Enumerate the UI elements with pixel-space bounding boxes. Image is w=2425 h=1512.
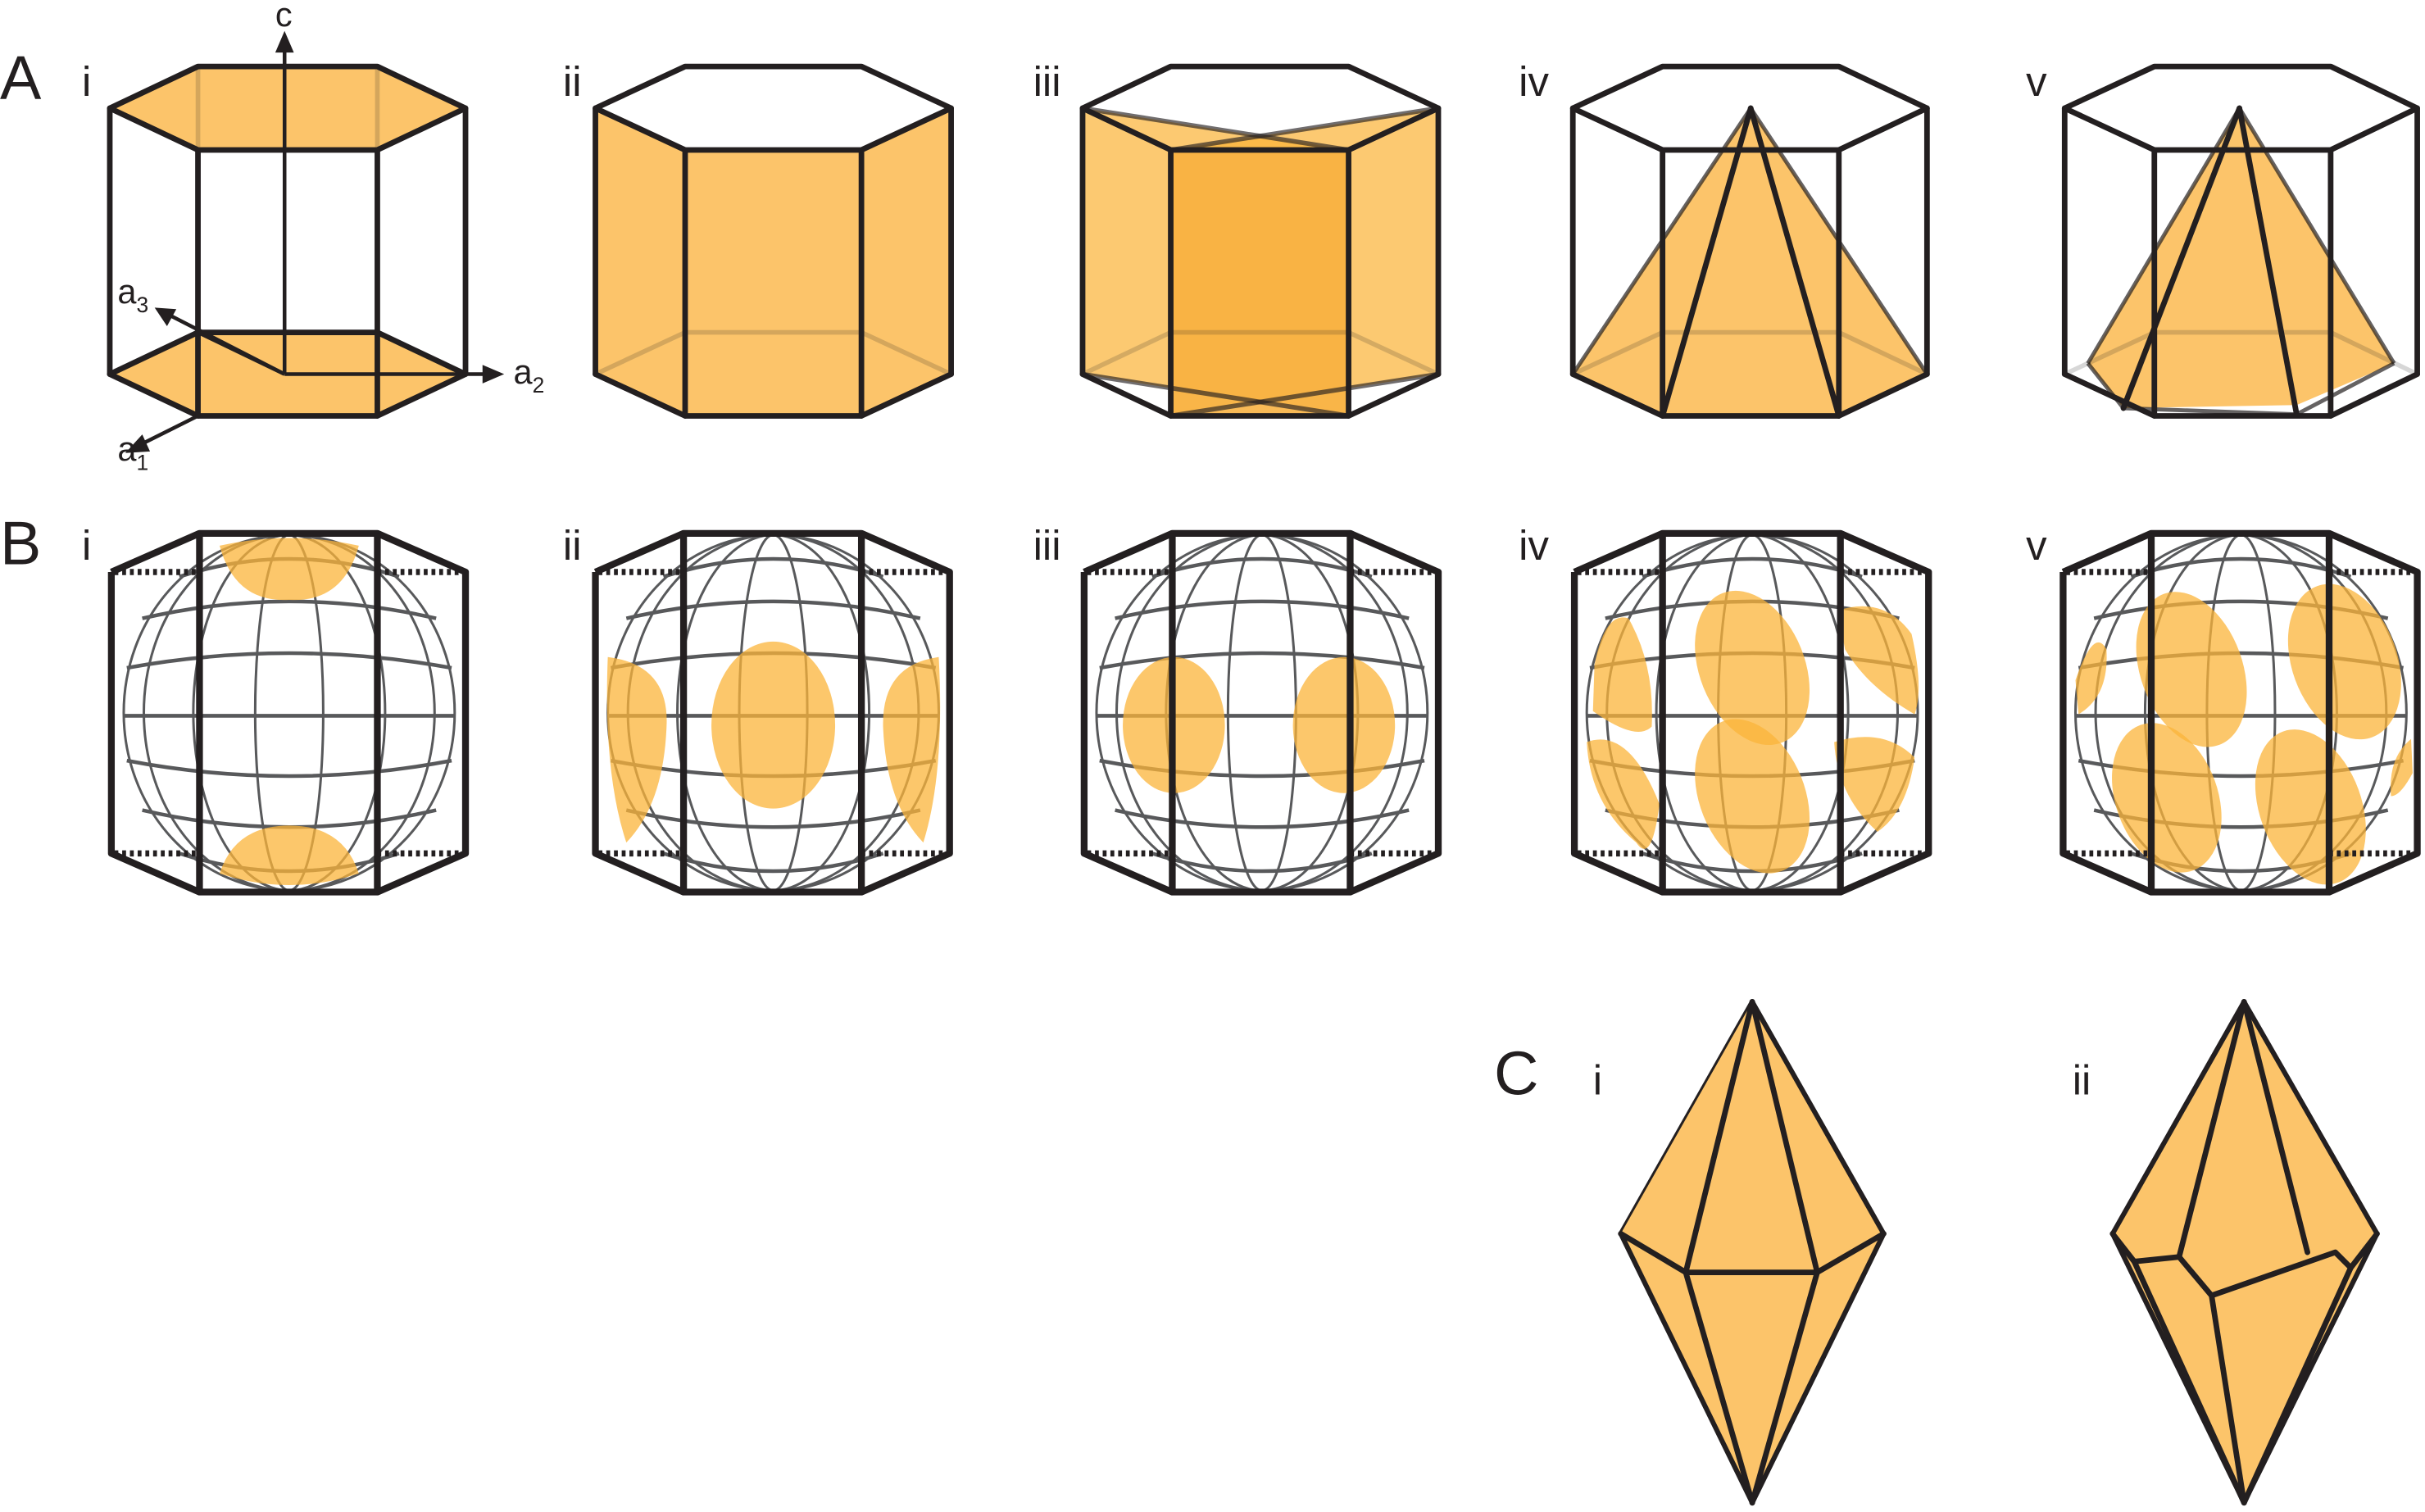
second-order-prism-front: [1170, 149, 1349, 416]
rotated-spot-upper-1: [2136, 592, 2247, 747]
pole-figure-b-v: v: [2026, 522, 2422, 900]
equator-spot-right: [883, 656, 941, 843]
axis-label-c: c: [275, 0, 293, 34]
pole-spot-top: [219, 538, 359, 601]
basal-face-top: [109, 66, 466, 150]
tilted-spot-lower-center: [1695, 719, 1810, 874]
rotated-spot-lower-2: [2255, 729, 2366, 885]
sub-label-a-v: v: [2026, 58, 2047, 105]
rotated-spot-edge-left: [2075, 642, 2107, 715]
equator-spot-center: [711, 641, 836, 809]
prism-a-i: i c a2 a3 a1: [82, 0, 544, 474]
sub-label-b-iii: iii: [1033, 522, 1061, 569]
rotated-spot-lower-1: [2112, 723, 2222, 873]
pole-figure-b-iv: iv: [1519, 522, 1928, 892]
panel-b: B i ii iii: [0, 509, 2422, 901]
tilted-spot-lower-left: [1587, 739, 1660, 849]
edge-spot-right: [1292, 656, 1396, 793]
sub-label-a-iii: iii: [1033, 58, 1061, 105]
prism-side-faces: [595, 108, 951, 416]
sub-label-a-ii: ii: [563, 58, 582, 105]
tilted-spot-upper-left: [1592, 617, 1652, 732]
panel-letter-c: C: [1494, 1039, 1539, 1108]
equator-spot-left: [606, 656, 667, 843]
pyramid-faces: [1573, 108, 1928, 416]
c-axis-arrowhead: [275, 30, 294, 53]
a1-axis: [138, 414, 199, 447]
tilted-spot-lower-right: [1834, 737, 1915, 832]
rotated-spot-upper-2: [2287, 583, 2401, 740]
sub-label-a-i: i: [82, 58, 91, 105]
pole-figure-b-ii: ii: [563, 522, 950, 892]
sub-label-b-i: i: [82, 522, 91, 569]
sub-label-c-i: i: [1593, 1057, 1602, 1104]
sub-label-b-iv: iv: [1519, 522, 1549, 569]
pole-figure-b-iii: iii: [1033, 522, 1438, 892]
panel-a: A i c a2 a3 a1: [0, 0, 2420, 474]
prism-a-v: v: [2026, 58, 2420, 419]
prism-a-iv: iv: [1519, 58, 1930, 419]
pole-spot-bottom: [219, 825, 359, 886]
panel-letter-a: A: [0, 43, 42, 112]
sub-label-c-ii: ii: [2073, 1057, 2091, 1104]
panel-c: C i ii: [1494, 999, 2380, 1506]
rotated-spot-edge-right: [2391, 738, 2413, 797]
prism-a-ii: ii: [563, 58, 954, 419]
rotated-pyramid-faces: [2087, 108, 2395, 409]
bipyramid-c-ii: ii: [2073, 999, 2380, 1506]
sub-label-b-ii: ii: [563, 522, 582, 569]
axis-label-a2: a2: [514, 352, 545, 397]
prism-a-iii: iii: [1033, 58, 1442, 419]
tilted-spot-upper-center: [1695, 590, 1810, 746]
tilted-spot-upper-right: [1837, 606, 1919, 715]
pole-figure-b-i: i: [82, 522, 465, 892]
axis-label-a1: a1: [117, 429, 148, 474]
bipyramid-c-i: i: [1593, 999, 1887, 1506]
sub-label-a-iv: iv: [1519, 58, 1549, 105]
sub-label-b-v: v: [2026, 522, 2047, 569]
axis-label-a3: a3: [117, 272, 148, 317]
panel-letter-b: B: [0, 509, 41, 578]
